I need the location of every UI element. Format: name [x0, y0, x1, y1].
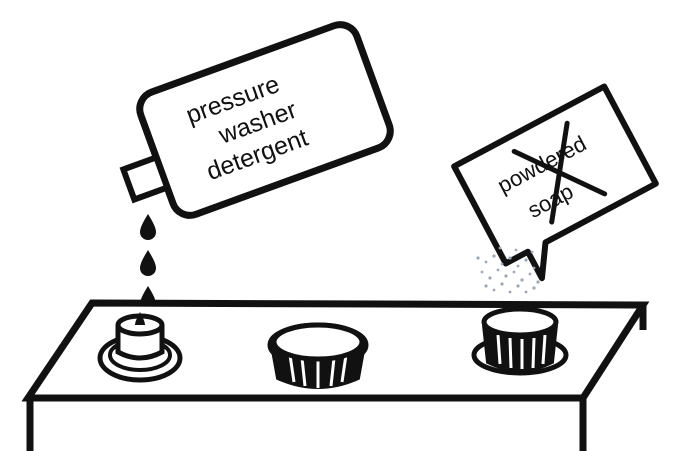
powder-particles [476, 246, 540, 294]
detergent-bottle: pressure washer detergent [119, 21, 394, 219]
powdered-soap-box: powdered soap [451, 83, 659, 282]
drop-1 [140, 214, 156, 240]
middle-tank-cap [267, 322, 369, 389]
detergent-drops [140, 214, 156, 312]
cross-out-icon [511, 120, 608, 225]
right-tank-cap [471, 306, 569, 376]
detergent-tank-inlet [97, 312, 183, 383]
drop-2 [140, 250, 156, 276]
